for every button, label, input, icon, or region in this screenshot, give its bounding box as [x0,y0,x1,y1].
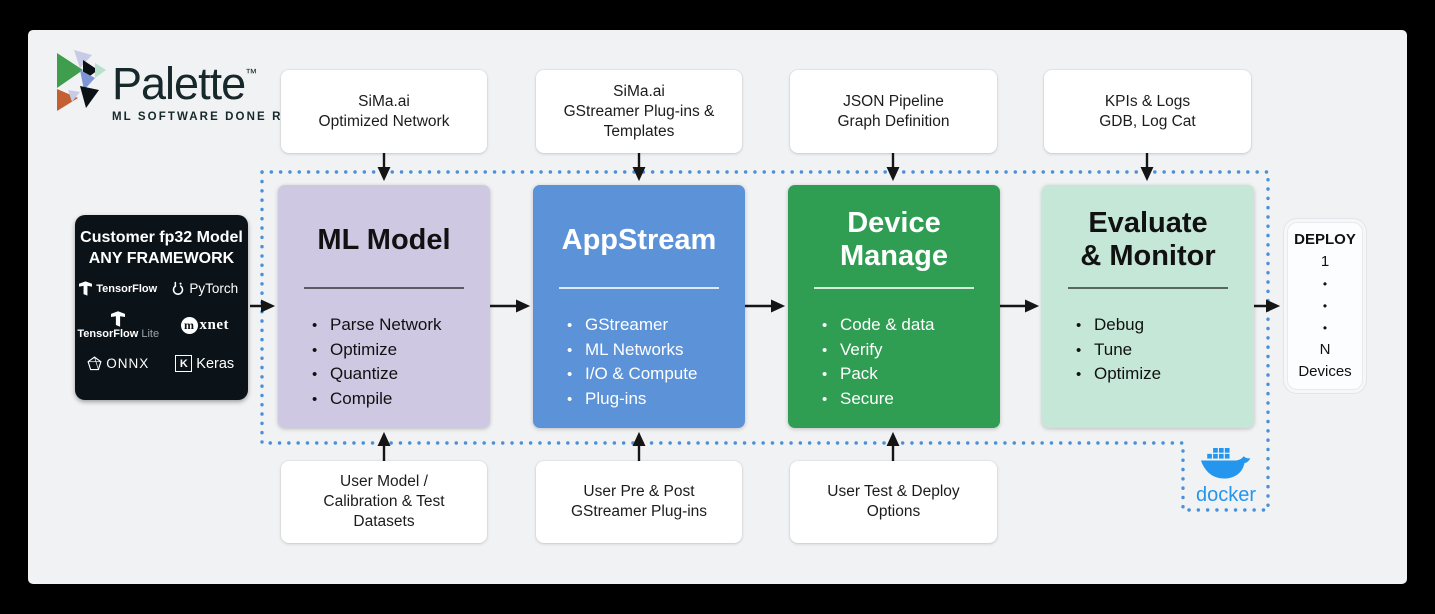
bottom-input-user-gstreamer-plugins: User Pre & Post GStreamer Plug-ins [536,461,742,543]
framework-logos: TensorFlow PyTorch TensorFlow Lite m xne… [75,281,248,372]
flow-overlay [250,151,1281,512]
top-input-json-pipeline: JSON Pipeline Graph Definition [790,70,997,153]
stage-device-manage: Device Manage Code & data Verify Pack Se… [788,185,1000,428]
list-item: Debug [1076,313,1254,338]
stage-feature-list: Code & data Verify Pack Secure [822,313,1000,411]
brand-tagline: ML SOFTWARE DONE RIGHT [112,111,319,123]
framework-keras: K Keras [175,355,234,372]
list-item: Compile [312,387,490,412]
stage-evaluate-monitor: Evaluate & Monitor Debug Tune Optimize [1042,185,1254,428]
stage-title: ML Model [317,223,451,256]
framework-tensorflow: TensorFlow [79,281,157,296]
docker-whale-icon [1200,447,1251,479]
mxnet-icon: m [180,317,198,334]
framework-tensorflow-lite: TensorFlow Lite [77,311,159,340]
docker-badge: docker [1186,443,1266,509]
top-input-sima-optimized-network: SiMa.ai Optimized Network [281,70,487,153]
top-input-sima-gstreamer-plugins: SiMa.ai GStreamer Plug-ins & Templates [536,70,742,153]
deploy-line: N [1319,341,1331,358]
deploy-line: 1 [1320,253,1330,270]
top-input-kpis-logs: KPIs & Logs GDB, Log Cat [1044,70,1251,153]
framework-onnx: ONNX [87,356,149,371]
list-item: Secure [822,387,1000,412]
deploy-ellipsis-dot: • [1322,321,1328,335]
list-item: Quantize [312,362,490,387]
pipeline-boundary-dotted-border [260,170,1270,512]
divider [559,287,719,289]
stage-feature-list: Debug Tune Optimize [1076,313,1254,387]
list-item: Optimize [312,338,490,363]
list-item: Parse Network [312,313,490,338]
customer-model-title: Customer fp32 Model ANY FRAMEWORK [80,229,243,267]
brand-lockup: Palette™ ML SOFTWARE DONE RIGHT [54,48,318,123]
divider [814,287,974,289]
docker-wordmark: docker [1195,483,1257,506]
list-item: Pack [822,362,1000,387]
diagram-canvas: Palette™ ML SOFTWARE DONE RIGHT SiMa.ai … [28,30,1407,584]
onnx-icon [87,356,102,371]
bottom-input-user-model-datasets: User Model / Calibration & Test Datasets [281,461,487,543]
framework-pytorch: PyTorch [171,281,238,296]
stage-appstream: AppStream GStreamer ML Networks I/O & Co… [533,185,745,428]
palette-logo-icon [57,50,106,111]
stage-feature-list: GStreamer ML Networks I/O & Compute Plug… [567,313,745,411]
list-item: Optimize [1076,362,1254,387]
tensorflow-lite-icon [111,311,126,327]
deploy-ellipsis-dot: • [1322,277,1328,291]
bottom-input-user-test-deploy: User Test & Deploy Options [790,461,997,543]
list-item: Tune [1076,338,1254,363]
trademark-symbol: ™ [245,66,258,80]
framework-mxnet: m xnet [180,317,230,334]
brand-name: Palette™ [112,58,258,109]
divider [1068,287,1228,289]
divider [304,287,464,289]
stage-title: Evaluate & Monitor [1080,207,1216,272]
list-item: GStreamer [567,313,745,338]
deploy-ellipsis-dot: • [1322,299,1328,313]
pytorch-icon [173,281,184,295]
list-item: Plug-ins [567,387,745,412]
stage-feature-list: Parse Network Optimize Quantize Compile [312,313,490,411]
deploy-line: Devices [1298,363,1352,380]
keras-icon: K [175,355,193,372]
customer-model-box: Customer fp32 Model ANY FRAMEWORK Tensor… [75,215,248,400]
stage-title: Device Manage [840,207,948,272]
list-item: Code & data [822,313,1000,338]
stage-title: AppStream [561,223,717,256]
deploy-devices-box: DEPLOY 1 • • • N Devices [1283,218,1367,394]
deploy-heading: DEPLOY [1294,231,1356,248]
list-item: Verify [822,338,1000,363]
stage-ml-model: ML Model Parse Network Optimize Quantize… [278,185,490,428]
list-item: I/O & Compute [567,362,745,387]
list-item: ML Networks [567,338,745,363]
tensorflow-icon [79,281,93,296]
